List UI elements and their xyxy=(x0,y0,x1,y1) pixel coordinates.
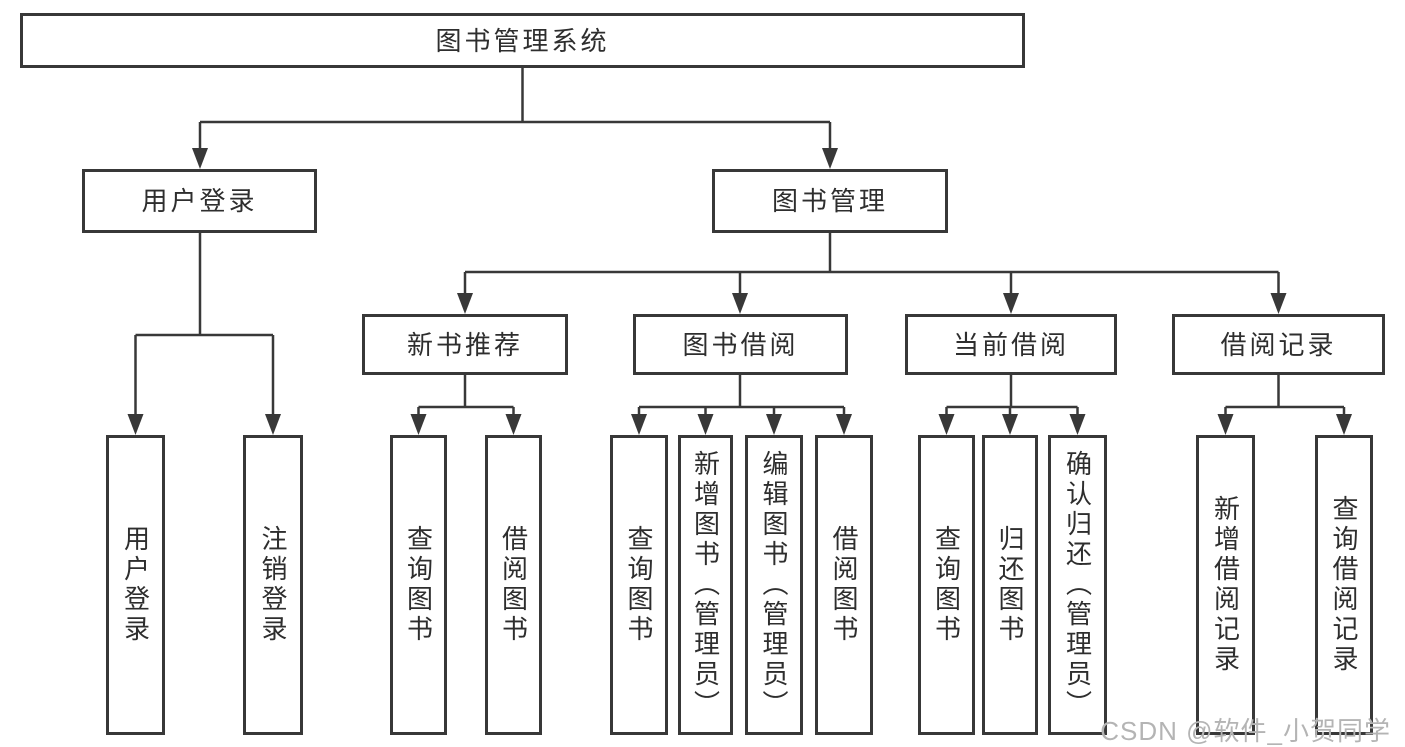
node-label: 当前借阅 xyxy=(952,329,1069,360)
leaf-label: 编辑图书（管理员） xyxy=(759,450,789,720)
csdn-watermark: CSDN @软件_小贺同学 xyxy=(1100,716,1391,746)
leaf-current-query-books: 查询图书 xyxy=(918,435,975,735)
node-label: 用户登录 xyxy=(141,186,258,216)
node-borrowing-records: 借阅记录 xyxy=(1172,314,1385,375)
leaf-label: 查询图书 xyxy=(403,525,434,645)
leaf-add-books-admin: 新增图书（管理员） xyxy=(678,435,733,735)
node-label: 借阅记录 xyxy=(1220,329,1337,360)
node-library-management-system: 图书管理系统 xyxy=(20,13,1025,68)
leaf-add-borrow-record: 新增借阅记录 xyxy=(1196,435,1255,735)
leaf-return-books: 归还图书 xyxy=(982,435,1038,735)
leaf-label: 借阅图书 xyxy=(498,525,529,645)
leaf-borrow-books: 借阅图书 xyxy=(815,435,873,735)
node-label: 图书管理 xyxy=(771,186,888,216)
leaf-newbook-query-books: 查询图书 xyxy=(390,435,447,735)
leaf-label: 用户登录 xyxy=(120,525,151,645)
leaf-borrow-query-books: 查询图书 xyxy=(610,435,668,735)
leaf-label: 注销登录 xyxy=(258,525,288,645)
leaf-user-login: 用户登录 xyxy=(106,435,165,735)
leaf-label: 归还图书 xyxy=(995,525,1025,645)
leaf-logout: 注销登录 xyxy=(243,435,303,735)
node-new-book-recommend: 新书推荐 xyxy=(362,314,568,375)
leaf-confirm-return-admin: 确认归还（管理员） xyxy=(1048,435,1107,735)
leaf-label: 新增借阅记录 xyxy=(1210,495,1241,675)
node-book-management: 图书管理 xyxy=(712,169,948,233)
leaf-label: 确认归还（管理员） xyxy=(1062,450,1093,720)
node-label: 图书借阅 xyxy=(682,329,799,360)
leaf-query-borrow-record: 查询借阅记录 xyxy=(1315,435,1373,735)
node-label: 新书推荐 xyxy=(406,329,523,360)
node-user-login: 用户登录 xyxy=(82,169,317,233)
leaf-label: 借阅图书 xyxy=(829,525,859,645)
node-current-borrowing: 当前借阅 xyxy=(905,314,1117,375)
leaf-label: 查询借阅记录 xyxy=(1329,495,1359,675)
leaf-edit-books-admin: 编辑图书（管理员） xyxy=(745,435,803,735)
leaf-label: 新增图书（管理员） xyxy=(690,450,721,720)
leaf-label: 查询图书 xyxy=(931,525,962,645)
node-book-borrowing: 图书借阅 xyxy=(633,314,848,375)
leaf-label: 查询图书 xyxy=(624,525,654,645)
arrowhead-icons xyxy=(127,148,1352,435)
leaf-newbook-borrow-books: 借阅图书 xyxy=(485,435,542,735)
node-label: 图书管理系统 xyxy=(435,25,610,56)
